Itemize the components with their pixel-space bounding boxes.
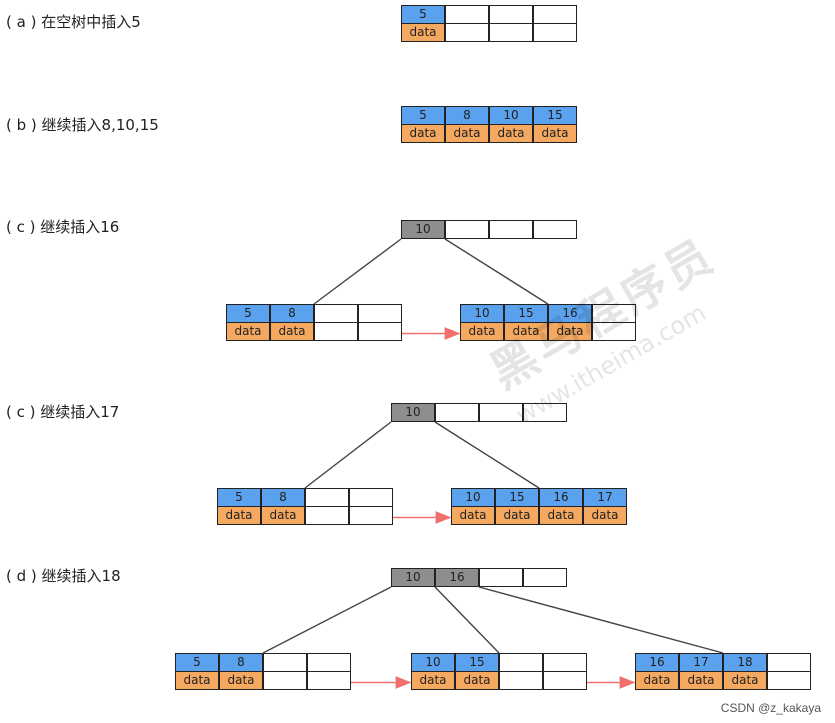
data-cell: data [539, 506, 583, 525]
data-cell: data [489, 124, 533, 143]
parent-child-edge [313, 238, 402, 305]
data-cell: data [723, 671, 767, 690]
empty-cell [263, 671, 307, 690]
empty-cell [349, 506, 393, 525]
data-cell: data [401, 23, 445, 42]
empty-cell [523, 568, 567, 587]
key-cell: 17 [583, 488, 627, 507]
empty-cell [523, 403, 567, 422]
key-cell: 10 [391, 568, 435, 587]
key-cell: 16 [435, 568, 479, 587]
key-cell: 15 [504, 304, 548, 323]
data-cell: data [548, 322, 592, 341]
internal-node: 10 [401, 220, 577, 239]
empty-cell [533, 220, 577, 239]
key-cell: 15 [455, 653, 499, 672]
empty-cell [592, 322, 636, 341]
data-cell: data [635, 671, 679, 690]
internal-node: 10 [391, 403, 567, 422]
data-cell: data [451, 506, 495, 525]
empty-cell [543, 671, 587, 690]
parent-child-edge [434, 586, 500, 654]
parent-child-edge [478, 586, 724, 654]
key-cell: 10 [391, 403, 435, 422]
empty-cell [767, 671, 811, 690]
data-cell: data [226, 322, 270, 341]
step-label: ( d ) 继续插入18 [6, 567, 121, 585]
data-cell: data [583, 506, 627, 525]
empty-cell [489, 23, 533, 42]
parent-child-edge [434, 421, 540, 489]
empty-cell [489, 220, 533, 239]
key-cell: 10 [401, 220, 445, 239]
parent-child-edge [262, 586, 392, 654]
data-cell: data [217, 506, 261, 525]
data-cell: data [445, 124, 489, 143]
empty-cell [445, 23, 489, 42]
data-cell: data [533, 124, 577, 143]
empty-cell [479, 568, 523, 587]
empty-cell [435, 403, 479, 422]
data-cell: data [679, 671, 723, 690]
data-cell: data [270, 322, 314, 341]
credit-text: CSDN @z_kakaya [720, 701, 821, 715]
parent-child-edge [444, 238, 549, 305]
empty-cell [479, 403, 523, 422]
step-label: ( c ) 继续插入16 [6, 218, 120, 236]
step-label: ( b ) 继续插入8,10,15 [6, 116, 159, 134]
data-cell: data [495, 506, 539, 525]
empty-cell [499, 671, 543, 690]
empty-cell [445, 220, 489, 239]
data-cell: data [175, 671, 219, 690]
data-cell: data [401, 124, 445, 143]
data-cell: data [219, 671, 263, 690]
empty-cell [358, 322, 402, 341]
empty-cell [305, 506, 349, 525]
key-cell: 8 [270, 304, 314, 323]
step-label: ( c ) 继续插入17 [6, 403, 120, 421]
data-cell: data [411, 671, 455, 690]
step-label: ( a ) 在空树中插入5 [6, 13, 141, 31]
key-cell: 10 [451, 488, 495, 507]
data-cell: data [455, 671, 499, 690]
data-cell: data [504, 322, 548, 341]
empty-cell [314, 322, 358, 341]
parent-child-edge [304, 421, 392, 489]
data-cell: data [460, 322, 504, 341]
data-cell: data [261, 506, 305, 525]
empty-cell [307, 671, 351, 690]
empty-cell [533, 23, 577, 42]
key-cell: 16 [635, 653, 679, 672]
